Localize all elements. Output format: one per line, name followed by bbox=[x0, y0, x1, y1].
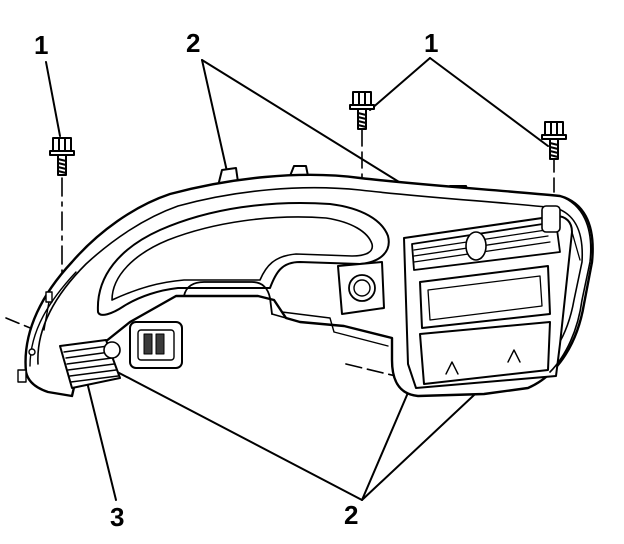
vent-divider bbox=[465, 231, 487, 261]
switch-inner bbox=[137, 329, 175, 361]
left-edge-fastener bbox=[28, 348, 36, 356]
right-side-wing bbox=[549, 195, 592, 373]
callout-label-2-top: 2 bbox=[186, 28, 200, 58]
hex-bolt-icon bbox=[349, 91, 375, 130]
leader-2-top-a bbox=[201, 59, 229, 177]
pocket-clip bbox=[445, 361, 459, 375]
cluster-opening bbox=[111, 216, 374, 301]
panel-rim bbox=[37, 186, 584, 377]
storage-pocket bbox=[419, 321, 551, 385]
hex-bolt-icon bbox=[541, 121, 567, 160]
leader-2-bottom-b bbox=[361, 387, 411, 501]
vent-knob bbox=[103, 341, 121, 359]
instrument-panel bbox=[17, 165, 594, 398]
callout-label-1-right: 1 bbox=[424, 28, 438, 58]
hazard-switch bbox=[541, 205, 561, 233]
left-edge-clip bbox=[45, 291, 53, 303]
right-wing-detail bbox=[571, 231, 581, 261]
left-edge-clip bbox=[17, 369, 27, 383]
pocket-clip bbox=[507, 349, 521, 363]
leader-1-right-a bbox=[369, 57, 431, 111]
radio-opening-inner bbox=[427, 275, 543, 321]
leader-1-left bbox=[45, 61, 61, 137]
lower-dash-face bbox=[271, 313, 393, 339]
leader-3 bbox=[87, 385, 117, 501]
cluster-hood bbox=[96, 202, 390, 316]
left-vent-louvers bbox=[63, 345, 119, 383]
lower-dash-step bbox=[281, 311, 389, 347]
leader-1-right-b bbox=[429, 57, 549, 147]
mounting-tab bbox=[289, 165, 309, 177]
switch-button bbox=[155, 333, 165, 355]
callout-label-1-left: 1 bbox=[34, 30, 48, 60]
center-vent bbox=[348, 274, 376, 302]
steering-cutout bbox=[175, 281, 273, 315]
leader-2-top-b bbox=[201, 59, 413, 191]
hex-bolt-icon bbox=[49, 137, 75, 176]
callout-label-3: 3 bbox=[110, 502, 124, 532]
switch-button bbox=[143, 333, 153, 355]
callout-label-2-bottom: 2 bbox=[344, 500, 358, 530]
center-vent-core bbox=[353, 279, 371, 297]
radio-opening bbox=[419, 265, 551, 329]
